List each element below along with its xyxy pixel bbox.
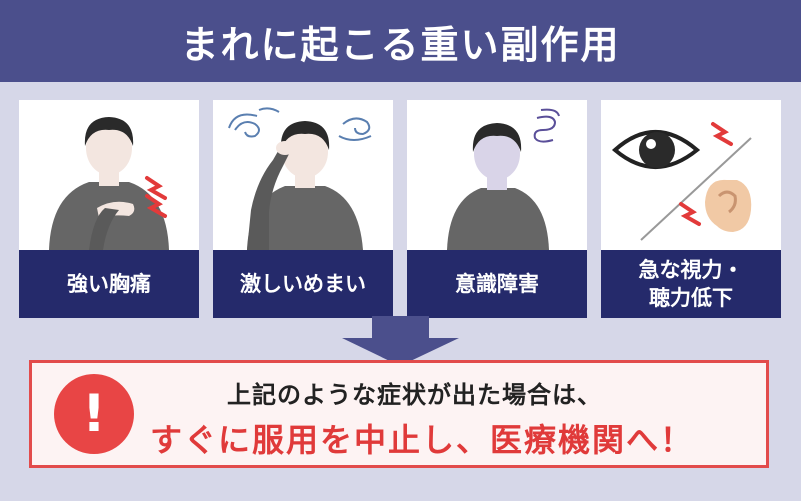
- warning-line-1: 上記のような症状が出た場合は、: [227, 381, 602, 409]
- symptom-label: 意識障害: [407, 250, 587, 318]
- symptom-card-consciousness: 意識障害: [407, 100, 587, 318]
- header-banner: まれに起こる重い副作用: [0, 0, 801, 82]
- page-title: まれに起こる重い副作用: [180, 22, 621, 67]
- warning-box: ! 上記のような症状が出た場合は、 すぐに服用を中止し、医療機関へ！: [29, 360, 769, 468]
- symptom-label: 急な視力・ 聴力低下: [601, 250, 781, 318]
- dizzy-person-icon: [213, 100, 393, 250]
- unconscious-person-icon: [407, 100, 587, 250]
- symptom-card-chest-pain: 強い胸痛: [19, 100, 199, 318]
- symptom-label: 強い胸痛: [19, 250, 199, 318]
- exclamation-mark: !: [82, 384, 106, 444]
- exclamation-icon: !: [54, 374, 134, 454]
- eye-ear-icon: [601, 100, 781, 250]
- symptom-label: 激しいめまい: [213, 250, 393, 318]
- down-arrow-icon: [342, 316, 459, 366]
- warning-line-2: すぐに服用を中止し、医療機関へ！: [150, 421, 695, 459]
- chest-pain-person-icon: [19, 100, 199, 250]
- symptom-card-dizziness: 激しいめまい: [213, 100, 393, 318]
- symptom-cards: 強い胸痛 激しいめまい 意識障害: [19, 100, 782, 318]
- symptom-card-vision-hearing: 急な視力・ 聴力低下: [601, 100, 781, 318]
